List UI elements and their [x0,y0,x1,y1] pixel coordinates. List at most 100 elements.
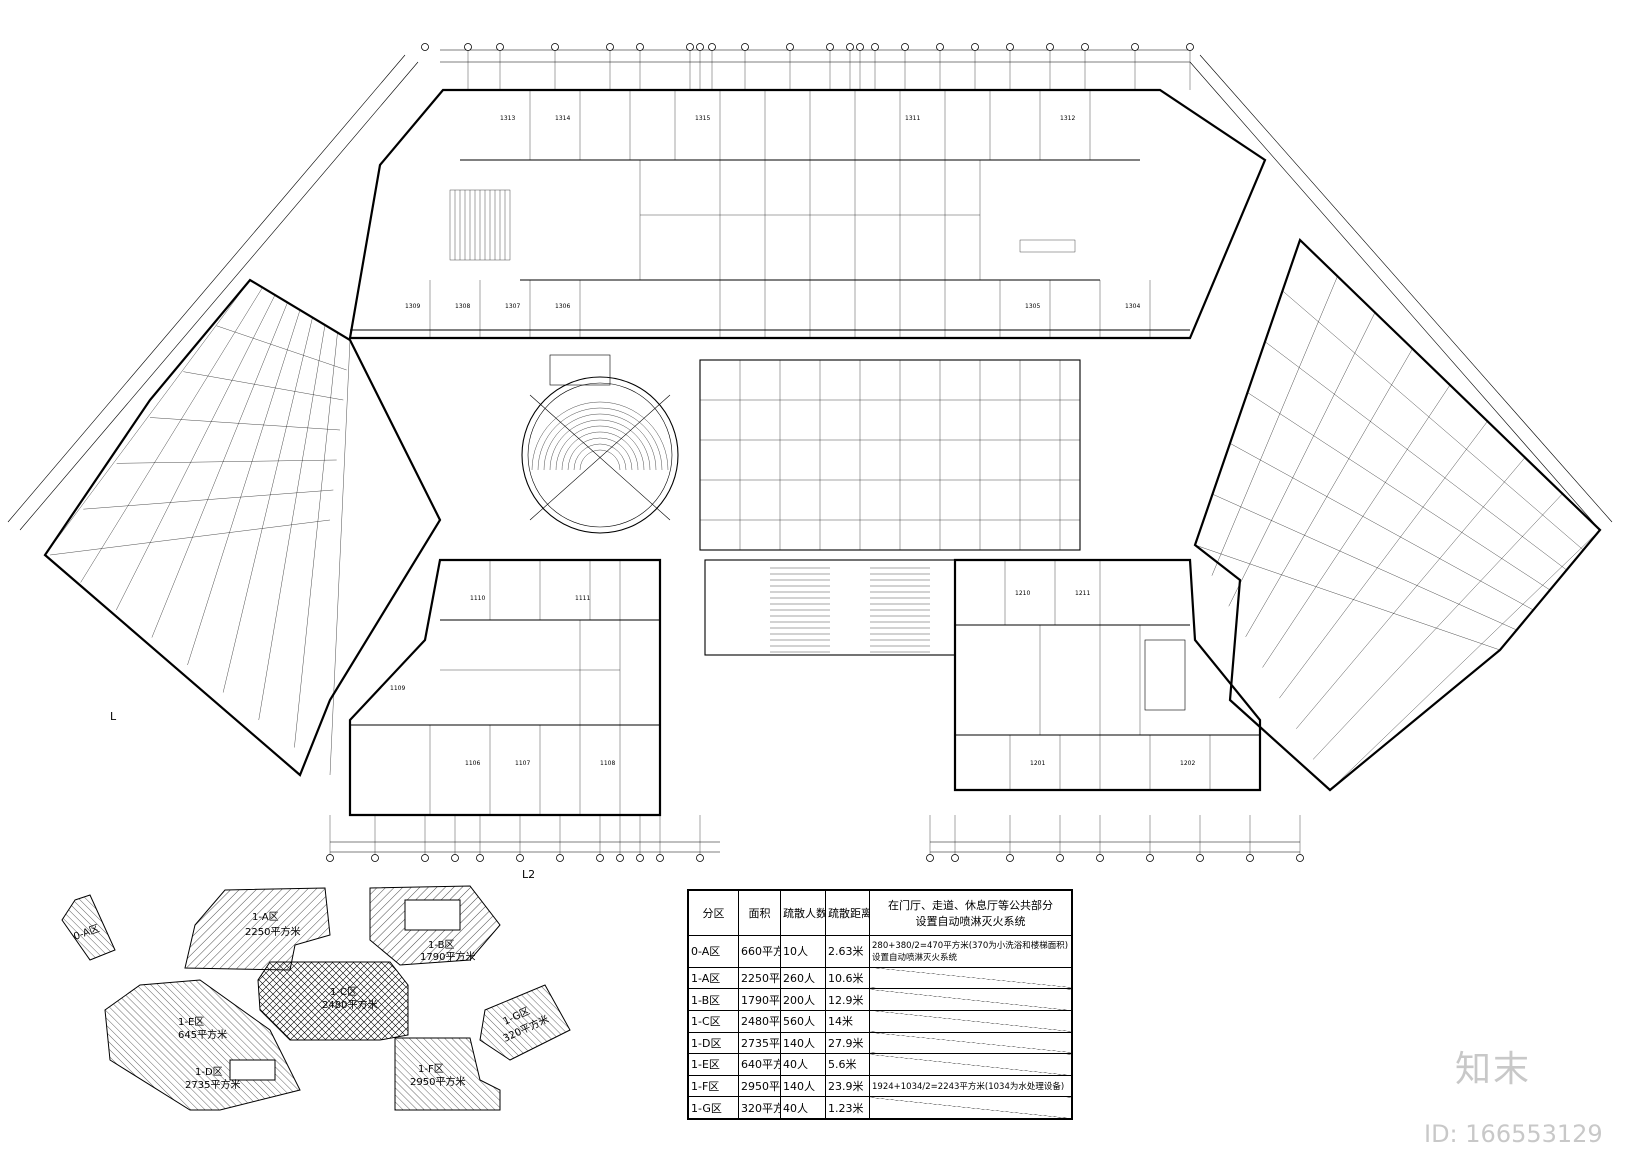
table-row: 0-A区660平方米10人2.63米280+380/2=470平方米(370为小… [688,935,1072,968]
cell-people: 140人 [780,1031,826,1055]
cell-people: 40人 [780,1096,826,1119]
cell-area: 1790平方米 [738,988,781,1011]
cell-distance: 1.23米 [825,1096,870,1119]
cell-distance: 12.9米 [825,988,870,1011]
room-label: 1306 [555,303,570,310]
cell-area: 320平方米 [738,1096,781,1119]
lower-right-block: 1210 1211 1201 1202 [953,558,1262,792]
zone-area: 1790平方米 [420,950,475,963]
table-row: 1-G区320平方米40人1.23米 [688,1096,1072,1119]
axis-bubbles-top [421,43,1194,90]
cell-zone: 1-B区 [688,988,739,1011]
room-label: 1305 [1025,303,1040,310]
cell-people: 140人 [780,1074,826,1098]
zone-area: 2735平方米 [185,1078,240,1091]
zone-label: 1-F区 [418,1063,444,1075]
room-label: 1314 [555,115,570,122]
cell-note [869,1009,1072,1033]
cell-area: 640平方米 [738,1053,781,1076]
cell-people: 560人 [780,1009,826,1033]
cell-area: 2480平方米 [738,1009,781,1033]
axis-bubbles-bottom [326,815,1304,862]
room-label: 1311 [905,115,920,122]
cell-zone: 1-G区 [688,1096,739,1119]
cell-zone: 1-C区 [688,1009,739,1033]
cell-note [869,1031,1072,1055]
watermark-id: ID: 166553129 [1424,1120,1603,1148]
room-label: 1110 [470,595,485,602]
table-row: 1-B区1790平方米200人12.9米 [688,988,1072,1011]
cell-people: 200人 [780,988,826,1011]
room-label: 1202 [1180,760,1195,767]
cell-people: 10人 [780,935,826,968]
cell-distance: 2.63米 [825,935,870,968]
table-row: 1-A区2250平方米260人10.6米 [688,966,1072,990]
dimension-lines [7,49,1613,853]
cell-zone: 1-D区 [688,1031,739,1055]
cell-note: 280+380/2=470平方米(370为小洗浴和楼梯面积)设置自动喷淋灭火系统 [869,935,1072,968]
table-row: 1-C区2480平方米560人14米 [688,1009,1072,1033]
col-distance: 疏散距离 [825,890,870,936]
table-row: 1-F区2950平方米140人23.9米1924+1034/2=2243平方米(… [688,1074,1072,1098]
note-header-line2: 设置自动喷淋灭火系统 [915,915,1026,928]
lower-left-block: 1106 1107 1108 1109 1110 1111 [348,558,662,817]
zone-label: 1-B区 [428,939,454,951]
room-label: 1210 [1015,590,1030,597]
section-mark: L [110,710,117,723]
note-text: 280+380/2=470平方米(370为小洗浴和楼梯面积) [872,941,1069,952]
zone-label: 1-D区 [195,1066,223,1078]
zone-key-plan: 0-A区 1-A区 2250平方米 1-B区 1790平方米 1-C区 2480… [61,885,571,1111]
zone-label: 1-A区 [252,911,279,923]
col-note: 在门厅、走道、休息厅等公共部分 设置自动喷淋灭火系统 [869,890,1072,936]
zone-area: 2950平方米 [410,1075,465,1088]
zone-label: 1-E区 [178,1016,204,1028]
watermark-brand: 知末 [1455,1049,1532,1090]
room-label: 1111 [575,595,590,602]
cell-area: 660平方米 [738,935,781,968]
cell-note [869,1096,1072,1119]
evacuation-table: 分区 面积 疏散人数 疏散距离 在门厅、走道、休息厅等公共部分 设置自动喷淋灭火… [687,889,1073,1120]
cell-distance: 10.6米 [825,966,870,990]
central-hall [521,354,1081,656]
zone-area: 2250平方米 [245,925,300,938]
right-wing [1193,238,1602,792]
cell-people: 260人 [780,966,826,990]
room-label: 1315 [695,115,710,122]
zone-label: 1-C区 [330,986,357,998]
cell-zone: 1-F区 [688,1074,739,1098]
cell-note [869,1053,1072,1076]
col-zone: 分区 [688,890,739,936]
room-label: 1106 [465,760,480,767]
room-label: 1312 [1060,115,1075,122]
table-row: 1-D区2735平方米140人27.9米 [688,1031,1072,1055]
cell-note: 1924+1034/2=2243平方米(1034为水处理设备) [869,1074,1072,1098]
room-label: 1308 [455,303,470,310]
cell-area: 2735平方米 [738,1031,781,1055]
room-label: 1201 [1030,760,1045,767]
cell-area: 2250平方米 [738,966,781,990]
cell-note [869,988,1072,1011]
cell-zone: 1-E区 [688,1053,739,1076]
section-mark: L2 [522,868,535,881]
room-label: 1304 [1125,303,1140,310]
cell-zone: 1-A区 [688,966,739,990]
note-header-line1: 在门厅、走道、休息厅等公共部分 [888,899,1053,912]
cell-distance: 5.6米 [825,1053,870,1076]
cell-note [869,966,1072,990]
cell-area: 2950平方米 [738,1074,781,1098]
room-label: 1211 [1075,590,1090,597]
note-text-2: 设置自动喷淋灭火系统 [872,953,958,964]
room-label: 1108 [600,760,615,767]
room-label: 1107 [515,760,530,767]
room-label: 1307 [505,303,520,310]
room-label: 1309 [405,303,420,310]
room-label: 1109 [390,685,405,692]
note-text: 1924+1034/2=2243平方米(1034为水处理设备) [872,1082,1065,1093]
cell-distance: 23.9米 [825,1074,870,1098]
left-wing [43,278,442,777]
zone-area: 2480平方米 [322,998,377,1011]
zone-area: 645平方米 [178,1028,227,1041]
cell-people: 40人 [780,1053,826,1076]
top-wing: 1313 1314 1315 1311 1312 1309 1308 1307 … [348,88,1267,340]
